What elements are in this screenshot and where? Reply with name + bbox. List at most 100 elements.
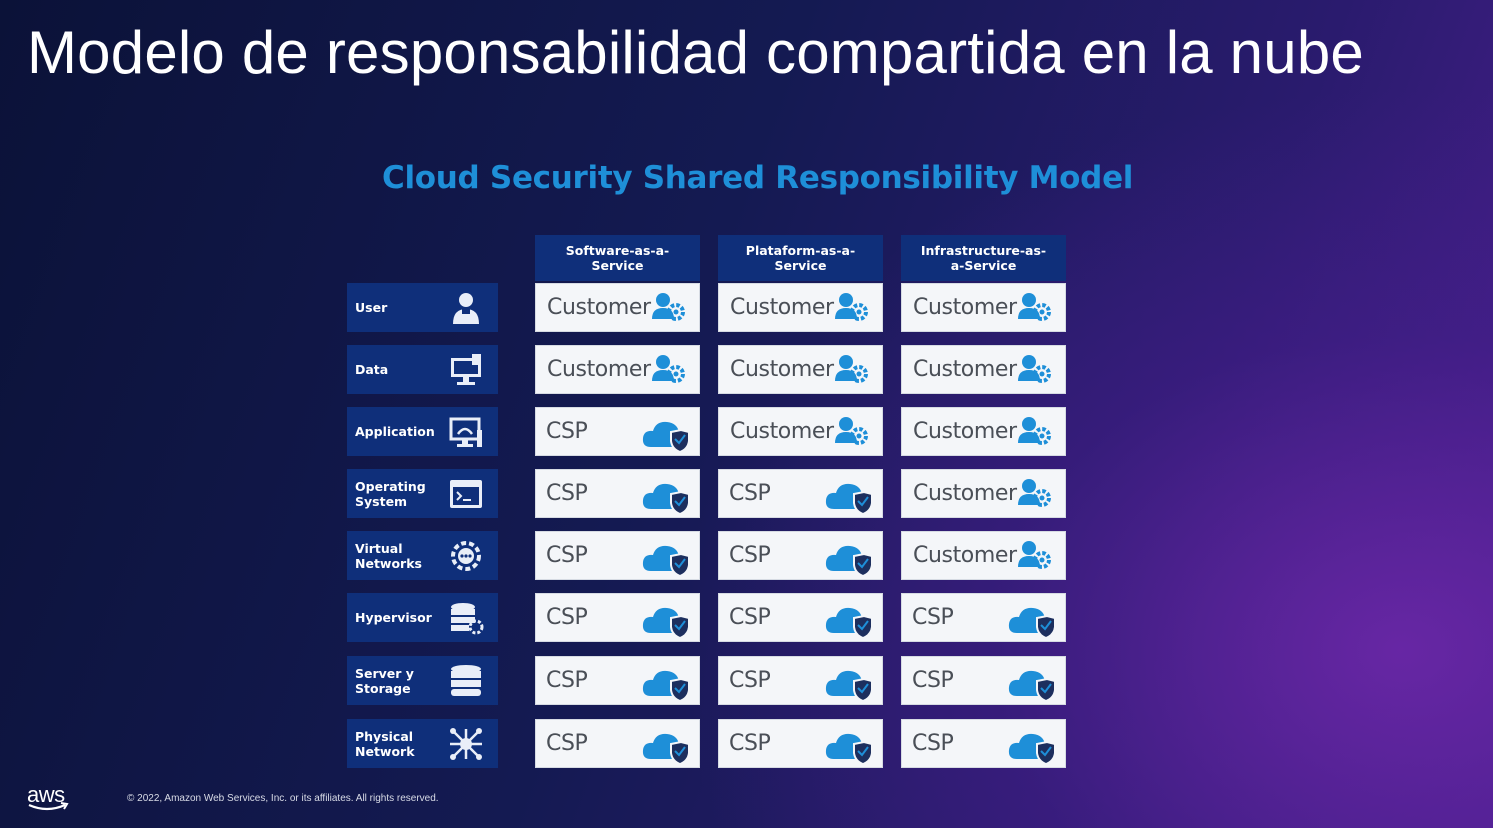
cell-text: CSP [729, 731, 771, 756]
row-label: Application [347, 407, 498, 456]
csp-cell: CSP [535, 469, 700, 518]
cell-text: Customer [913, 295, 1017, 320]
cell-text: Customer [547, 295, 651, 320]
column-header: Software-as-a-Service [535, 235, 700, 281]
copyright-text: © 2022, Amazon Web Services, Inc. or its… [127, 793, 439, 804]
customer-people-icon [1017, 353, 1051, 387]
row-label-text: Physical Network [355, 728, 415, 759]
csp-cell: CSP [718, 531, 883, 580]
row-label: Virtual Networks [347, 531, 498, 580]
customer-cell: Customer [901, 469, 1066, 518]
cloud-shield-icon [1007, 729, 1057, 766]
cell-text: Customer [730, 419, 834, 444]
cell-text: CSP [546, 419, 588, 444]
cell-text: Customer [913, 543, 1017, 568]
network-gear-icon [448, 539, 484, 573]
cell-text: Customer [730, 295, 834, 320]
customer-people-icon [834, 353, 868, 387]
customer-cell: Customer [901, 531, 1066, 580]
aws-logo: aws [27, 782, 75, 814]
customer-people-icon [834, 415, 868, 449]
customer-people-icon [834, 291, 868, 325]
column-header: Plataform-as-a-Service [718, 235, 883, 281]
data-monitor-icon [448, 353, 484, 387]
csp-cell: CSP [718, 593, 883, 642]
csp-cell: CSP [535, 531, 700, 580]
customer-cell: Customer [535, 345, 700, 394]
cloud-shield-icon [641, 603, 691, 640]
customer-cell: Customer [901, 407, 1066, 456]
database-gear-icon [448, 601, 484, 635]
cell-text: CSP [912, 605, 954, 630]
cell-text: CSP [546, 543, 588, 568]
customer-cell: Customer [901, 345, 1066, 394]
database-icon [448, 664, 484, 698]
row-label: Server y Storage [347, 656, 498, 705]
row-label-text: Server y Storage [355, 665, 414, 696]
column-header: Infrastructure-as-a-Service [901, 235, 1066, 281]
csp-cell: CSP [535, 719, 700, 768]
cloud-shield-icon [641, 666, 691, 703]
cell-text: Customer [913, 419, 1017, 444]
row-label-text: Data [355, 362, 389, 377]
cloud-shield-icon [1007, 603, 1057, 640]
diagram-title: Cloud Security Shared Responsibility Mod… [382, 160, 1134, 196]
cell-text: Customer [547, 357, 651, 382]
row-label: Hypervisor [347, 593, 498, 642]
customer-cell: Customer [718, 283, 883, 332]
csp-cell: CSP [901, 656, 1066, 705]
aws-smile-icon [28, 802, 69, 811]
customer-people-icon [1017, 415, 1051, 449]
cell-text: Customer [913, 481, 1017, 506]
terminal-icon [448, 477, 484, 511]
customer-people-icon [1017, 477, 1051, 511]
application-icon [448, 415, 484, 449]
csp-cell: CSP [718, 656, 883, 705]
csp-cell: CSP [535, 656, 700, 705]
cloud-shield-icon [824, 666, 874, 703]
cloud-shield-icon [641, 729, 691, 766]
csp-cell: CSP [535, 407, 700, 456]
customer-people-icon [651, 291, 685, 325]
cell-text: CSP [546, 668, 588, 693]
row-label-text: Application [355, 424, 435, 439]
csp-cell: CSP [901, 719, 1066, 768]
row-label-text: Operating System [355, 478, 426, 509]
customer-cell: Customer [718, 407, 883, 456]
row-label-text: Hypervisor [355, 610, 432, 625]
csp-cell: CSP [535, 593, 700, 642]
cloud-shield-icon [641, 541, 691, 578]
customer-people-icon [1017, 539, 1051, 573]
cell-text: Customer [913, 357, 1017, 382]
csp-cell: CSP [901, 593, 1066, 642]
cloud-shield-icon [824, 729, 874, 766]
customer-people-icon [1017, 291, 1051, 325]
row-label-text: Virtual Networks [355, 540, 422, 571]
customer-cell: Customer [901, 283, 1066, 332]
cell-text: CSP [546, 481, 588, 506]
row-label: Physical Network [347, 719, 498, 768]
cell-text: CSP [729, 605, 771, 630]
row-label: User [347, 283, 498, 332]
customer-cell: Customer [535, 283, 700, 332]
cell-text: CSP [912, 668, 954, 693]
cloud-shield-icon [641, 479, 691, 516]
customer-cell: Customer [718, 345, 883, 394]
aws-logo-text: aws [27, 782, 65, 807]
row-label-text: User [355, 300, 388, 315]
cell-text: CSP [729, 668, 771, 693]
cell-text: CSP [546, 605, 588, 630]
customer-people-icon [651, 353, 685, 387]
row-label: Data [347, 345, 498, 394]
csp-cell: CSP [718, 469, 883, 518]
cloud-shield-icon [824, 603, 874, 640]
cloud-shield-icon [824, 479, 874, 516]
cell-text: CSP [546, 731, 588, 756]
slide-title: Modelo de responsabilidad compartida en … [27, 19, 1364, 86]
cloud-shield-icon [641, 417, 691, 454]
row-label: Operating System [347, 469, 498, 518]
cell-text: CSP [912, 731, 954, 756]
cloud-shield-icon [824, 541, 874, 578]
csp-cell: CSP [718, 719, 883, 768]
cell-text: Customer [730, 357, 834, 382]
